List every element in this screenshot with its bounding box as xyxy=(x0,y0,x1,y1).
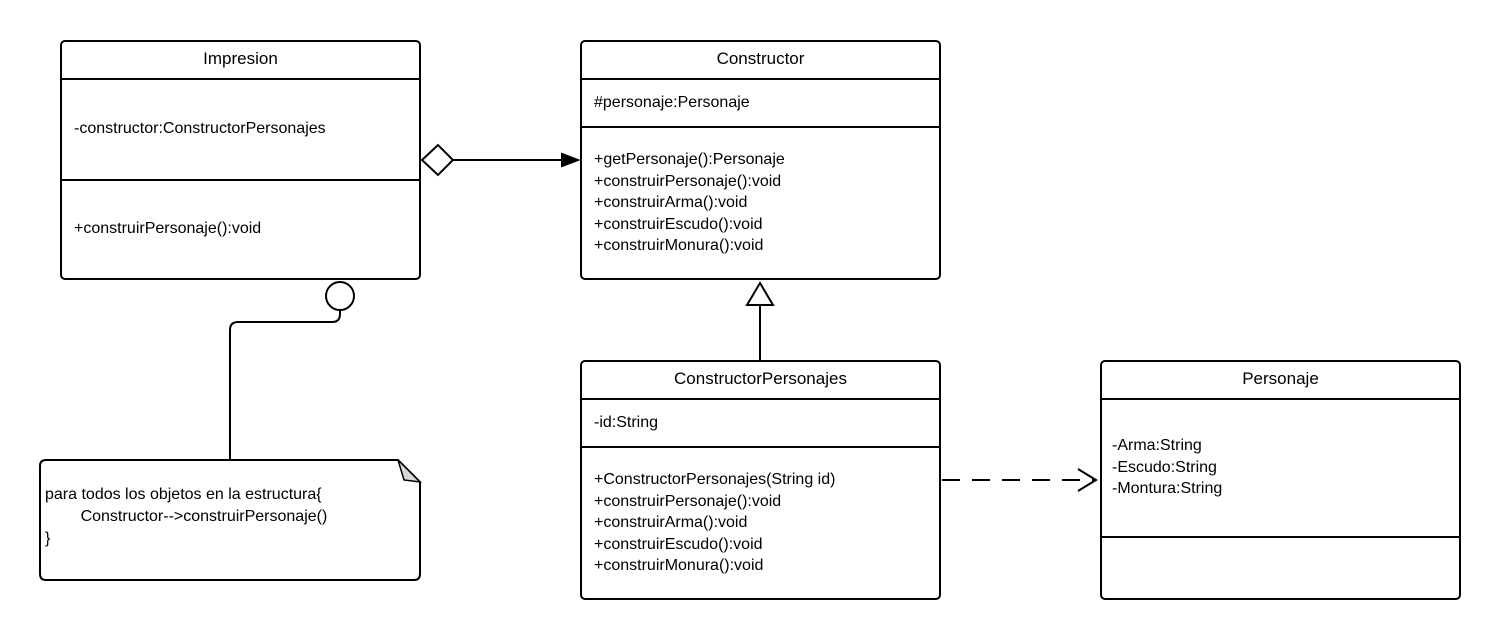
class-personaje[interactable]: Personaje -Arma:String -Escudo:String -M… xyxy=(1100,360,1461,600)
class-name: Impresion xyxy=(203,49,278,68)
methods-section: +ConstructorPersonajes(String id) +const… xyxy=(582,446,939,598)
method: +ConstructorPersonajes(String id) xyxy=(594,471,836,488)
method: +construirPersonaje():void xyxy=(74,220,262,237)
attributes-section: -constructor:ConstructorPersonajes xyxy=(62,78,419,180)
note-connector xyxy=(229,281,355,460)
aggregation-diamond xyxy=(420,143,455,177)
note-link-line xyxy=(229,310,341,460)
method: +construirEscudo():void xyxy=(594,215,763,233)
class-impresion[interactable]: Impresion -constructor:ConstructorPerson… xyxy=(60,40,421,280)
note-line: Constructor-->construirPersonaje() xyxy=(45,508,328,525)
method: +construirPersonaje():void xyxy=(594,492,782,510)
attribute: #personaje:Personaje xyxy=(594,94,750,111)
note-line: } xyxy=(45,530,51,547)
attribute: -Montura:String xyxy=(1112,480,1223,497)
attributes-section: -id:String xyxy=(582,398,939,448)
method: +construirEscudo():void xyxy=(594,535,763,553)
aggregation-connector xyxy=(420,143,581,177)
class-constructor[interactable]: Constructor #personaje:Personaje +getPer… xyxy=(580,40,941,280)
method: +construirArma():void xyxy=(594,194,748,211)
generalization-connector xyxy=(745,281,775,360)
dependency-connector xyxy=(942,468,1098,492)
method: +construirPersonaje():void xyxy=(594,172,782,190)
class-name: Personaje xyxy=(1242,369,1319,388)
note-line: para todos los objetos en la estructura{ xyxy=(45,486,322,503)
association-arrowhead xyxy=(561,152,581,168)
dependency-arrowhead xyxy=(1077,468,1098,492)
method: +construirMonura():void xyxy=(594,557,764,574)
attribute: -Arma:String xyxy=(1112,437,1202,454)
generalization-triangle xyxy=(745,281,775,306)
methods-section xyxy=(1102,536,1459,598)
attributes-section: -Arma:String -Escudo:String -Montura:Str… xyxy=(1102,398,1459,538)
class-name: ConstructorPersonajes xyxy=(674,369,847,388)
attribute: -id:String xyxy=(594,414,659,431)
note-shape xyxy=(39,459,423,581)
attribute: -constructor:ConstructorPersonajes xyxy=(74,120,326,137)
interface-circle xyxy=(325,281,355,311)
method: +construirMonura():void xyxy=(594,237,764,254)
attributes-section: #personaje:Personaje xyxy=(582,78,939,128)
note-text: para todos los objetos en la estructura{… xyxy=(45,484,327,550)
method: +construirArma():void xyxy=(594,514,748,531)
class-constructor-personajes[interactable]: ConstructorPersonajes -id:String +Constr… xyxy=(580,360,941,600)
class-name: Constructor xyxy=(716,49,805,68)
note-fold xyxy=(397,459,423,484)
methods-section: +getPersonaje():Personaje +construirPers… xyxy=(582,126,939,278)
attribute: -Escudo:String xyxy=(1112,458,1217,476)
method: +getPersonaje():Personaje xyxy=(594,151,785,168)
methods-section: +construirPersonaje():void xyxy=(62,179,419,278)
